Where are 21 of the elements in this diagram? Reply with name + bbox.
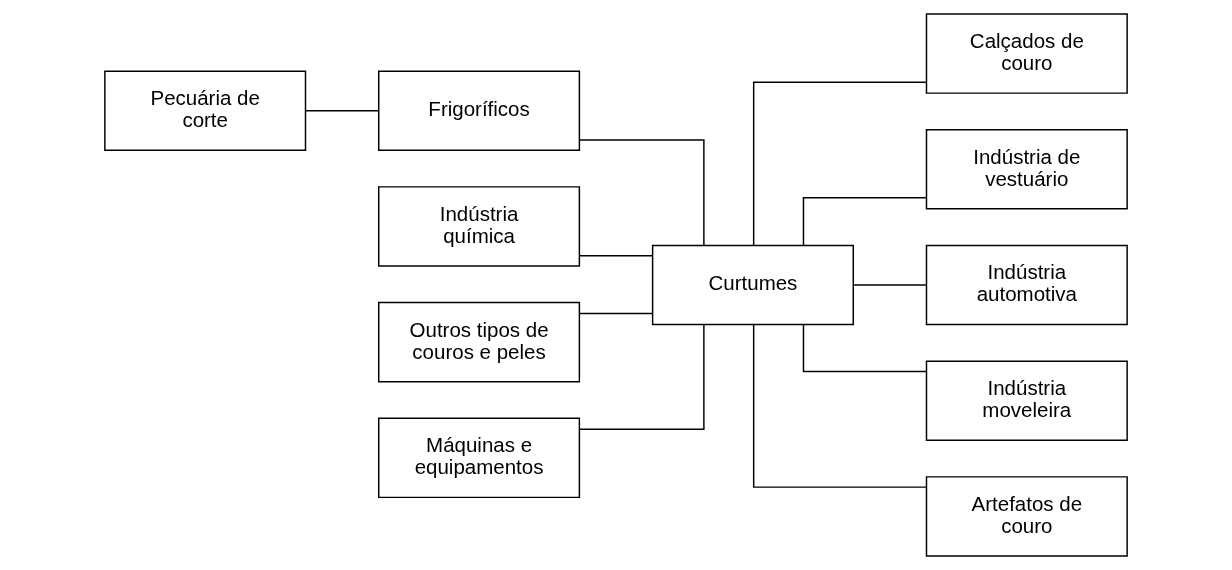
node-box: Pecuária de corte	[104, 70, 307, 151]
connector	[752, 324, 927, 488]
node-box: Indústria química	[378, 186, 581, 267]
connector	[578, 324, 705, 430]
node-box: Indústria de vestuário	[925, 129, 1128, 210]
connector	[802, 323, 927, 373]
connector	[578, 312, 654, 315]
node-box: Artefatos de couro	[925, 476, 1128, 557]
node-box: Curtumes	[651, 244, 854, 326]
connector	[578, 139, 705, 247]
node-box: Máquinas e equipamentos	[378, 417, 581, 499]
connector	[578, 255, 654, 257]
node-box: Indústria automotiva	[925, 244, 1128, 326]
connector	[852, 284, 928, 286]
node-box: Indústria moveleira	[925, 360, 1128, 441]
node-box: Frigoríficos	[378, 70, 581, 151]
connector	[304, 109, 380, 112]
connector	[802, 197, 927, 246]
node-box: Outros tipos de couros e peles	[378, 301, 581, 383]
connector	[752, 81, 927, 247]
node-box: Calçados de couro	[925, 13, 1128, 94]
